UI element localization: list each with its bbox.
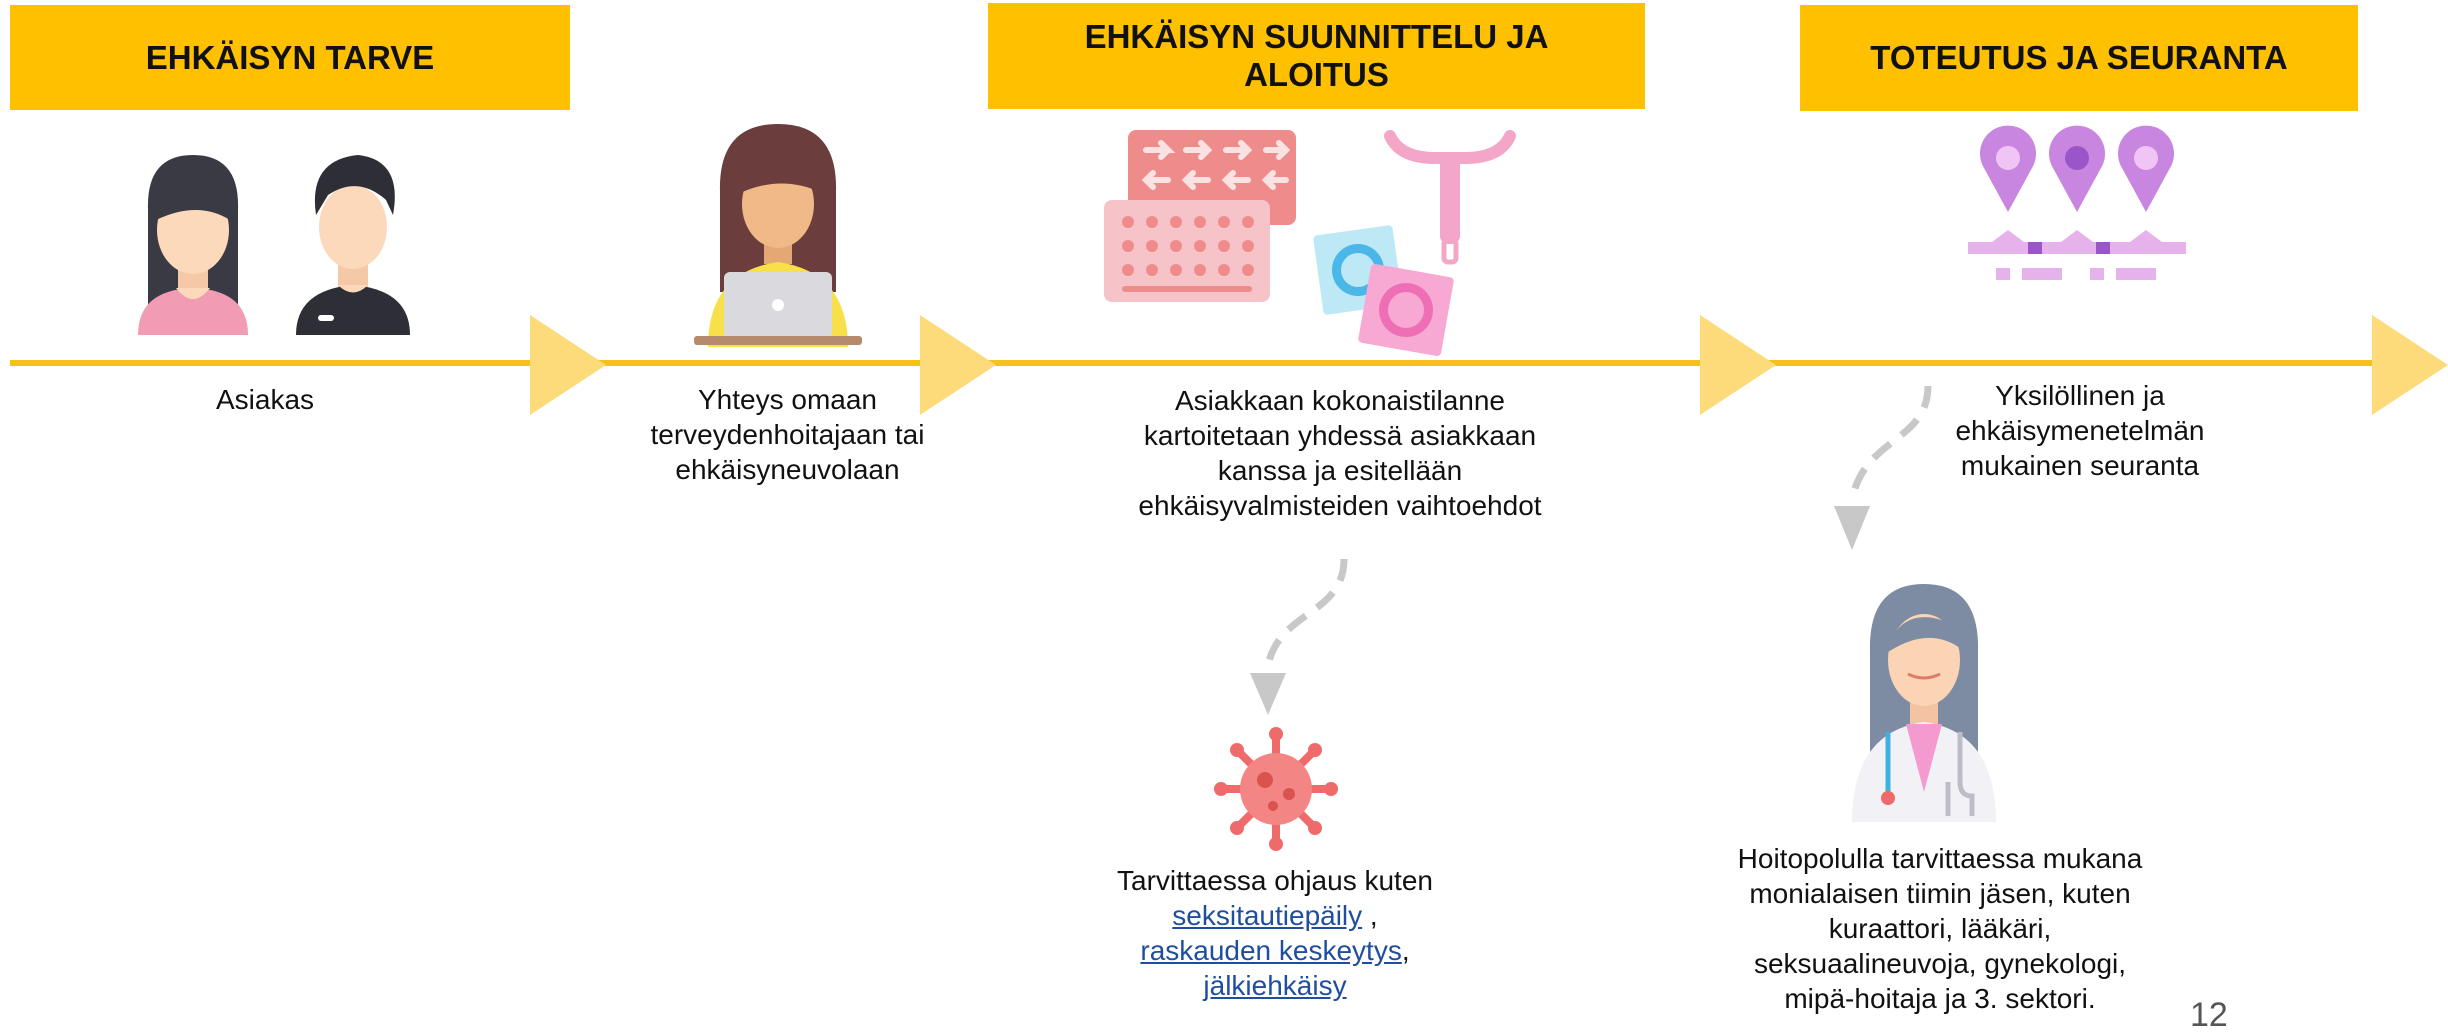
page-number: 12 <box>2190 996 2228 1034</box>
team-text: Hoitopolulla tarvittaessa mukana moniala… <box>1700 841 2180 1016</box>
team-line-2: monialaisen tiimin jäsen, kuten <box>1749 878 2131 909</box>
woman-avatar-icon <box>138 155 248 335</box>
referral-line-sti: seksitautiepäily , <box>1085 898 1465 933</box>
team-line-1: Hoitopolulla tarvittaessa mukana <box>1737 843 2143 874</box>
iud-icon <box>1384 130 1516 265</box>
location-pins-icon <box>1968 125 2186 280</box>
dashed-arrow-to-referral <box>1250 558 1348 715</box>
team-line-5: mipä-hoitaja ja 3. sektori. <box>1784 983 2096 1014</box>
header-followup: TOTEUTUS JA SEURANTA <box>1800 5 2358 111</box>
followup-line-1: Yksilöllinen ja <box>1995 380 2165 411</box>
referral-line-abortion: raskauden keskeytys, <box>1085 933 1465 968</box>
timeline-arrow-2 <box>920 315 996 415</box>
contraceptive-pills-icon <box>1104 130 1296 302</box>
referral-sep-2: , <box>1401 935 1410 966</box>
header-planning: EHKÄISYN SUUNNITTELU JA ALOITUS <box>988 3 1645 109</box>
referral-sep-1: , <box>1362 900 1378 931</box>
contact-line-1: Yhteys omaan <box>698 384 877 415</box>
header-followup-label: TOTEUTUS JA SEURANTA <box>1870 39 2288 76</box>
referral-line-emergency: jälkiehkäisy <box>1085 968 1465 1003</box>
referral-intro: Tarvittaessa ohjaus kuten <box>1117 865 1433 896</box>
header-contraception-need: EHKÄISYN TARVE <box>10 5 570 110</box>
assessment-line-3: kanssa ja esitellään <box>1217 455 1463 486</box>
man-avatar-icon <box>296 155 410 335</box>
condom-icon <box>1313 225 1454 357</box>
assessment-line-4: ehkäisyvalmisteiden vaihtoehdot <box>1138 490 1542 521</box>
doctor-icon <box>1852 584 1996 822</box>
client-text: Asiakas <box>215 384 315 415</box>
assessment-line-1: Asiakkaan kokonaistilanne <box>1175 385 1505 416</box>
dashed-arrow-to-team <box>1834 385 1932 550</box>
timeline-line <box>10 360 2440 366</box>
step-contact-text: Yhteys omaan terveydenhoitajaan tai ehkä… <box>600 382 975 487</box>
assessment-line-2: kartoitetaan yhdessä asiakkaan <box>1143 420 1537 451</box>
header-planning-line1: EHKÄISYN SUUNNITTELU JA <box>1084 18 1549 55</box>
sti-suspicion-link[interactable]: seksitautiepäily <box>1172 900 1363 931</box>
referral-text: Tarvittaessa ohjaus kuten seksitautiepäi… <box>1085 863 1465 1003</box>
timeline-arrow-3 <box>1700 315 1776 415</box>
header-need-label: EHKÄISYN TARVE <box>145 38 435 76</box>
timeline-arrow-1 <box>530 315 606 415</box>
team-line-3: kuraattori, lääkäri, <box>1828 913 2052 944</box>
abortion-link[interactable]: raskauden keskeytys <box>1140 935 1402 966</box>
step-client-label: Asiakas <box>160 382 370 417</box>
contact-line-2: terveydenhoitajaan tai <box>650 419 925 450</box>
nurse-laptop-icon <box>694 124 862 347</box>
step-assessment-text: Asiakkaan kokonaistilanne kartoitetaan y… <box>1100 383 1580 523</box>
step-followup-text: Yksilöllinen ja ehkäisymenetelmän mukain… <box>1900 378 2260 483</box>
timeline-arrow-4 <box>2372 315 2448 415</box>
header-planning-line2: ALOITUS <box>1244 56 1389 93</box>
team-line-4: seksuaalineuvoja, gynekologi, <box>1753 948 2127 979</box>
emergency-contraception-link[interactable]: jälkiehkäisy <box>1203 970 1347 1001</box>
followup-line-2: ehkäisymenetelmän <box>1955 415 2205 446</box>
contact-line-3: ehkäisyneuvolaan <box>675 454 900 485</box>
followup-line-3: mukainen seuranta <box>1960 450 2200 481</box>
virus-icon <box>1214 727 1338 851</box>
